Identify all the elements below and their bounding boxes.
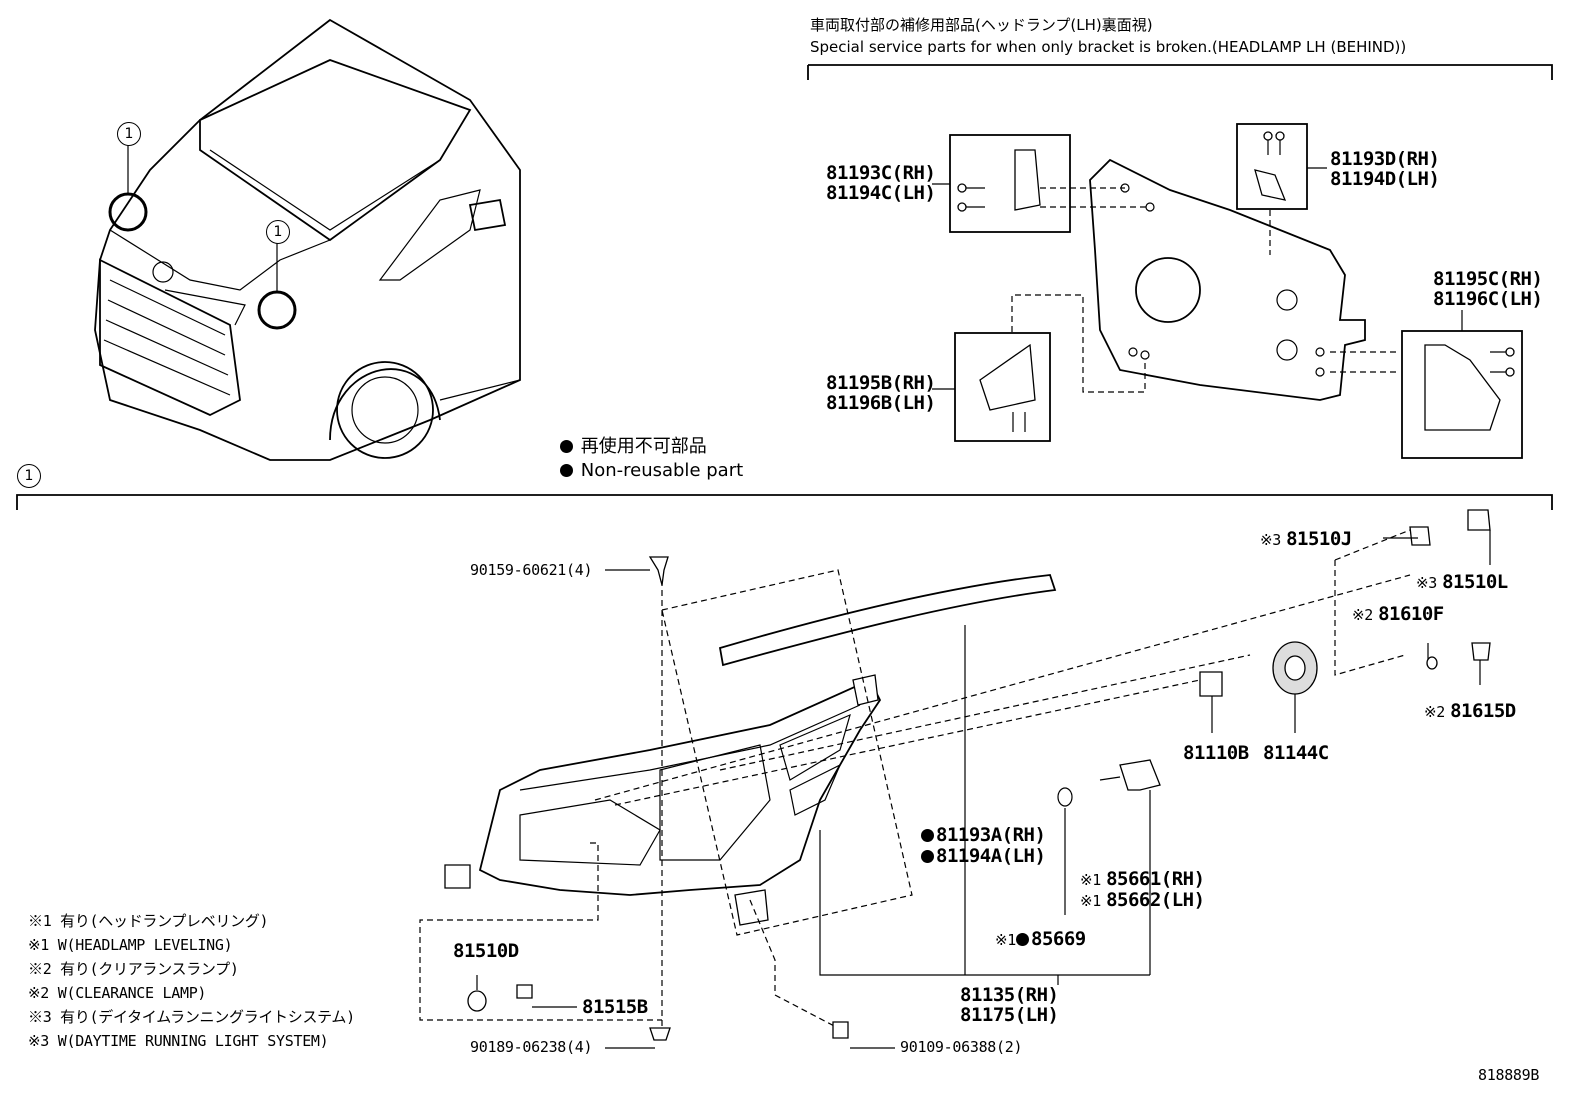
- part-label-81193D[interactable]: 81193D(RH): [1330, 148, 1440, 170]
- part-label-81196B[interactable]: 81196B(LH): [826, 392, 936, 414]
- part-number-85661: 85661(RH): [1106, 868, 1205, 890]
- note-line: ※3 有り(デイタイムランニングライトシステム): [28, 1008, 355, 1026]
- part-label-81110B[interactable]: 81110B: [1183, 742, 1249, 764]
- legend-jp: 再使用不可部品: [560, 438, 707, 456]
- part-label-81193A[interactable]: 81193A(RH): [921, 824, 1046, 846]
- part-label-81615D[interactable]: ※2 81615D: [1424, 702, 1516, 721]
- legend-en: Non-reusable part: [560, 462, 743, 480]
- non-reusable-dot-icon: [560, 464, 573, 477]
- part-number-81193A: 81193A(RH): [936, 824, 1046, 846]
- callout-circle-1: 1: [266, 220, 290, 244]
- section-callout-1: 1: [17, 464, 41, 488]
- note-mark-3: ※3: [1416, 574, 1437, 592]
- inset-title-jp: 車両取付部の補修用部品(ヘッドランプ(LH)裏面視): [810, 16, 1153, 34]
- part-number-81615D: 81615D: [1450, 700, 1516, 722]
- part-label-81175[interactable]: 81175(LH): [960, 1004, 1059, 1026]
- note-mark-3: ※3: [1260, 531, 1281, 549]
- part-label-81194D[interactable]: 81194D(LH): [1330, 168, 1440, 190]
- legend-jp-text: 再使用不可部品: [580, 436, 707, 457]
- note-line: ※1 有り(ヘッドランプレベリング): [28, 912, 269, 930]
- part-label-81194A[interactable]: 81194A(LH): [921, 845, 1046, 867]
- part-number-81510L: 81510L: [1442, 571, 1508, 593]
- part-label-81510L[interactable]: ※3 81510L: [1416, 573, 1508, 592]
- note-line: ※1 W(HEADLAMP LEVELING): [28, 936, 233, 954]
- part-number-85662: 85662(LH): [1106, 889, 1205, 911]
- part-label-90159-60621[interactable]: 90159-60621(4): [470, 561, 593, 579]
- part-label-81510J[interactable]: ※3 81510J: [1260, 530, 1352, 549]
- note-line: ※2 W(CLEARANCE LAMP): [28, 984, 207, 1002]
- headlamp-assembly-drawing: [419, 509, 1491, 1049]
- part-label-81510D[interactable]: 81510D: [453, 940, 519, 962]
- part-number-81610F: 81610F: [1378, 603, 1444, 625]
- part-label-81194C[interactable]: 81194C(LH): [826, 182, 936, 204]
- note-mark-1: ※1: [995, 931, 1016, 949]
- inset-title-en: Special service parts for when only brac…: [810, 38, 1407, 56]
- part-label-81195C[interactable]: 81195C(RH): [1433, 268, 1543, 290]
- notes-list: ※1 有り(ヘッドランプレベリング) ※1 W(HEADLAMP LEVELIN…: [28, 914, 355, 1049]
- part-label-90109-06388[interactable]: 90109-06388(2): [900, 1038, 1023, 1056]
- note-mark-1: ※1: [1080, 892, 1101, 910]
- non-reusable-dot-icon: [921, 850, 934, 863]
- part-label-85661[interactable]: ※1 85661(RH): [1080, 870, 1205, 889]
- part-number-81510J: 81510J: [1286, 528, 1352, 550]
- figure-id: 818889B: [1478, 1066, 1540, 1084]
- part-label-81193C[interactable]: 81193C(RH): [826, 162, 936, 184]
- part-label-85662[interactable]: ※1 85662(LH): [1080, 891, 1205, 910]
- part-label-81144C[interactable]: 81144C: [1263, 742, 1329, 764]
- section-frame: [16, 494, 1553, 510]
- non-reusable-dot-icon: [560, 440, 573, 453]
- inset-bracket-drawing: [807, 64, 1553, 459]
- non-reusable-dot-icon: [1016, 933, 1029, 946]
- note-line: ※3 W(DAYTIME RUNNING LIGHT SYSTEM): [28, 1032, 329, 1050]
- part-label-85669[interactable]: ※1 85669: [995, 930, 1086, 949]
- part-label-81610F[interactable]: ※2 81610F: [1352, 605, 1444, 624]
- part-label-81195B[interactable]: 81195B(RH): [826, 372, 936, 394]
- part-number-85669: 85669: [1031, 928, 1086, 950]
- part-label-81515B[interactable]: 81515B: [582, 996, 648, 1018]
- note-line: ※2 有り(クリアランスランプ): [28, 960, 239, 978]
- non-reusable-dot-icon: [921, 829, 934, 842]
- part-label-81135[interactable]: 81135(RH): [960, 984, 1059, 1006]
- note-mark-2: ※2: [1352, 606, 1373, 624]
- part-label-81196C[interactable]: 81196C(LH): [1433, 288, 1543, 310]
- note-mark-1: ※1: [1080, 871, 1101, 889]
- part-label-90189-06238[interactable]: 90189-06238(4): [470, 1038, 593, 1056]
- vehicle-illustration: [94, 18, 521, 461]
- callout-circle-1: 1: [117, 122, 141, 146]
- legend-en-text: Non-reusable part: [580, 460, 744, 481]
- part-number-81194A: 81194A(LH): [936, 845, 1046, 867]
- note-mark-2: ※2: [1424, 703, 1445, 721]
